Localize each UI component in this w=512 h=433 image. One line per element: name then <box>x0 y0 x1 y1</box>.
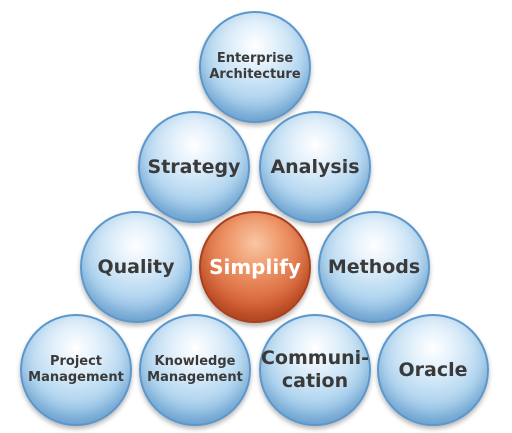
node-knowledge-management-line-1: Knowledge <box>154 354 236 370</box>
node-enterprise-architecture-line-1: Enterprise <box>216 51 294 67</box>
node-strategy: Strategy <box>138 111 250 223</box>
node-project-management-line-2: Management <box>28 370 124 385</box>
node-communication-line-2: cation <box>281 370 349 392</box>
node-strategy-label: Strategy <box>147 155 241 178</box>
node-communication-line-1: Communi- <box>260 347 370 370</box>
node-simplify: Simplify <box>199 211 311 323</box>
node-methods: Methods <box>318 211 430 323</box>
node-knowledge-management: Knowledge Management <box>139 314 251 426</box>
node-simplify-label: Simplify <box>209 255 301 279</box>
node-project-management: Project Management <box>20 314 132 426</box>
node-enterprise-architecture: Enterprise Architecture <box>199 11 311 123</box>
node-quality-label: Quality <box>97 255 175 278</box>
node-analysis: Analysis <box>259 111 371 223</box>
node-analysis-label: Analysis <box>270 155 360 178</box>
node-oracle: Oracle <box>377 314 489 426</box>
node-quality: Quality <box>80 211 192 323</box>
node-oracle-label: Oracle <box>398 358 468 381</box>
node-knowledge-management-line-2: Management <box>147 370 243 385</box>
node-communication: Communi- cation <box>259 314 371 426</box>
node-methods-label: Methods <box>327 255 421 278</box>
node-enterprise-architecture-line-2: Architecture <box>209 67 301 82</box>
node-project-management-line-1: Project <box>49 354 103 370</box>
